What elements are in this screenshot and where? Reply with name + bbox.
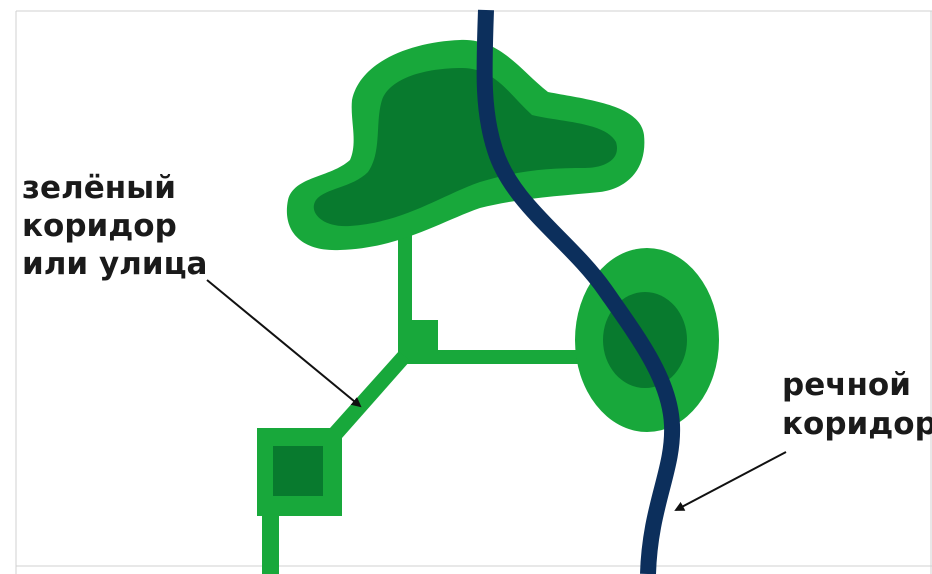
corridor-diagonal	[330, 351, 410, 438]
green-corridor-label-line3: или улица	[22, 246, 207, 282]
river-corridor-arrow	[674, 451, 787, 511]
corridor-horizontal-to-round-park	[398, 350, 588, 364]
green-corridor-label-line2: коридор	[22, 208, 177, 244]
green-corridors	[262, 228, 588, 574]
corridor-bottom-stub	[262, 512, 279, 574]
top-park-inner	[313, 68, 618, 227]
river-corridor-label-line1: речной	[782, 367, 911, 403]
green-corridor-arrow	[206, 279, 362, 408]
green-corridor-label-line1: зелёный	[22, 170, 176, 206]
river-line	[476, 9, 681, 574]
corridor-small-square	[398, 320, 438, 360]
top-park	[286, 39, 645, 251]
river-corridor-label-line2: коридор	[782, 406, 932, 442]
frame	[15, 10, 932, 574]
river-corridor-label: речной коридор	[782, 367, 932, 442]
square-park-inner	[273, 446, 323, 496]
green-corridor-label: зелёный коридор или улица	[22, 170, 207, 282]
square-park	[257, 428, 342, 516]
